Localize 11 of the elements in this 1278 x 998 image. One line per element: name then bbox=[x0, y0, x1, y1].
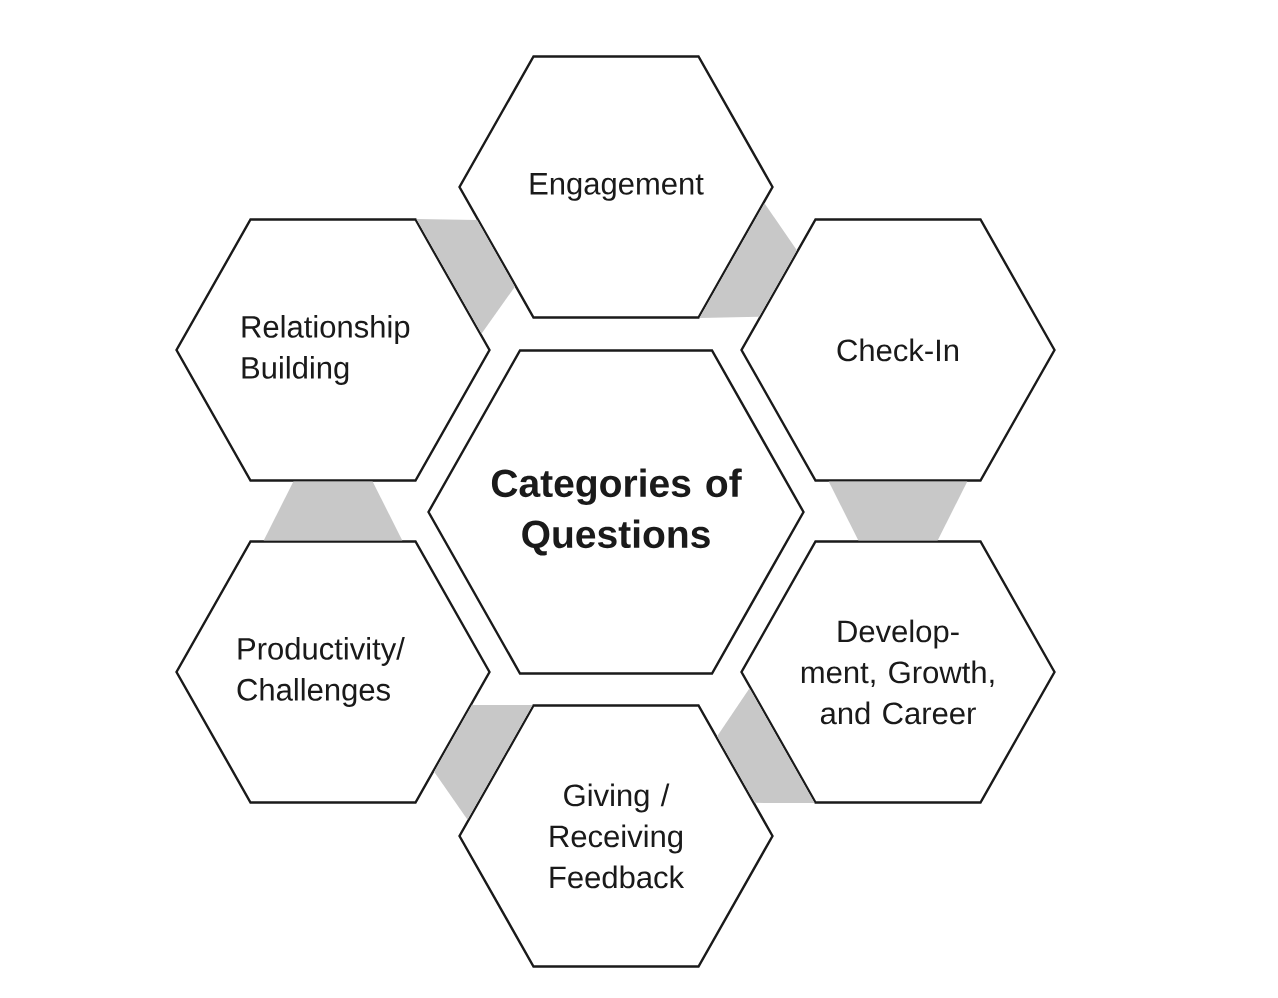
hexagon: Develop- ment, Growth, and Career bbox=[740, 540, 1056, 804]
connector-band bbox=[699, 203, 797, 318]
connector-band bbox=[828, 481, 968, 541]
hexagon: Engagement bbox=[458, 55, 774, 319]
connector-band bbox=[416, 219, 515, 334]
hexagon: Relationship Building bbox=[175, 218, 491, 482]
connector-band bbox=[434, 705, 533, 820]
hexagon: Productivity/ Challenges bbox=[175, 540, 491, 804]
connector-band bbox=[263, 481, 403, 541]
hexagon: Giving / Receiving Feedback bbox=[458, 704, 774, 968]
connector-band bbox=[717, 688, 815, 803]
